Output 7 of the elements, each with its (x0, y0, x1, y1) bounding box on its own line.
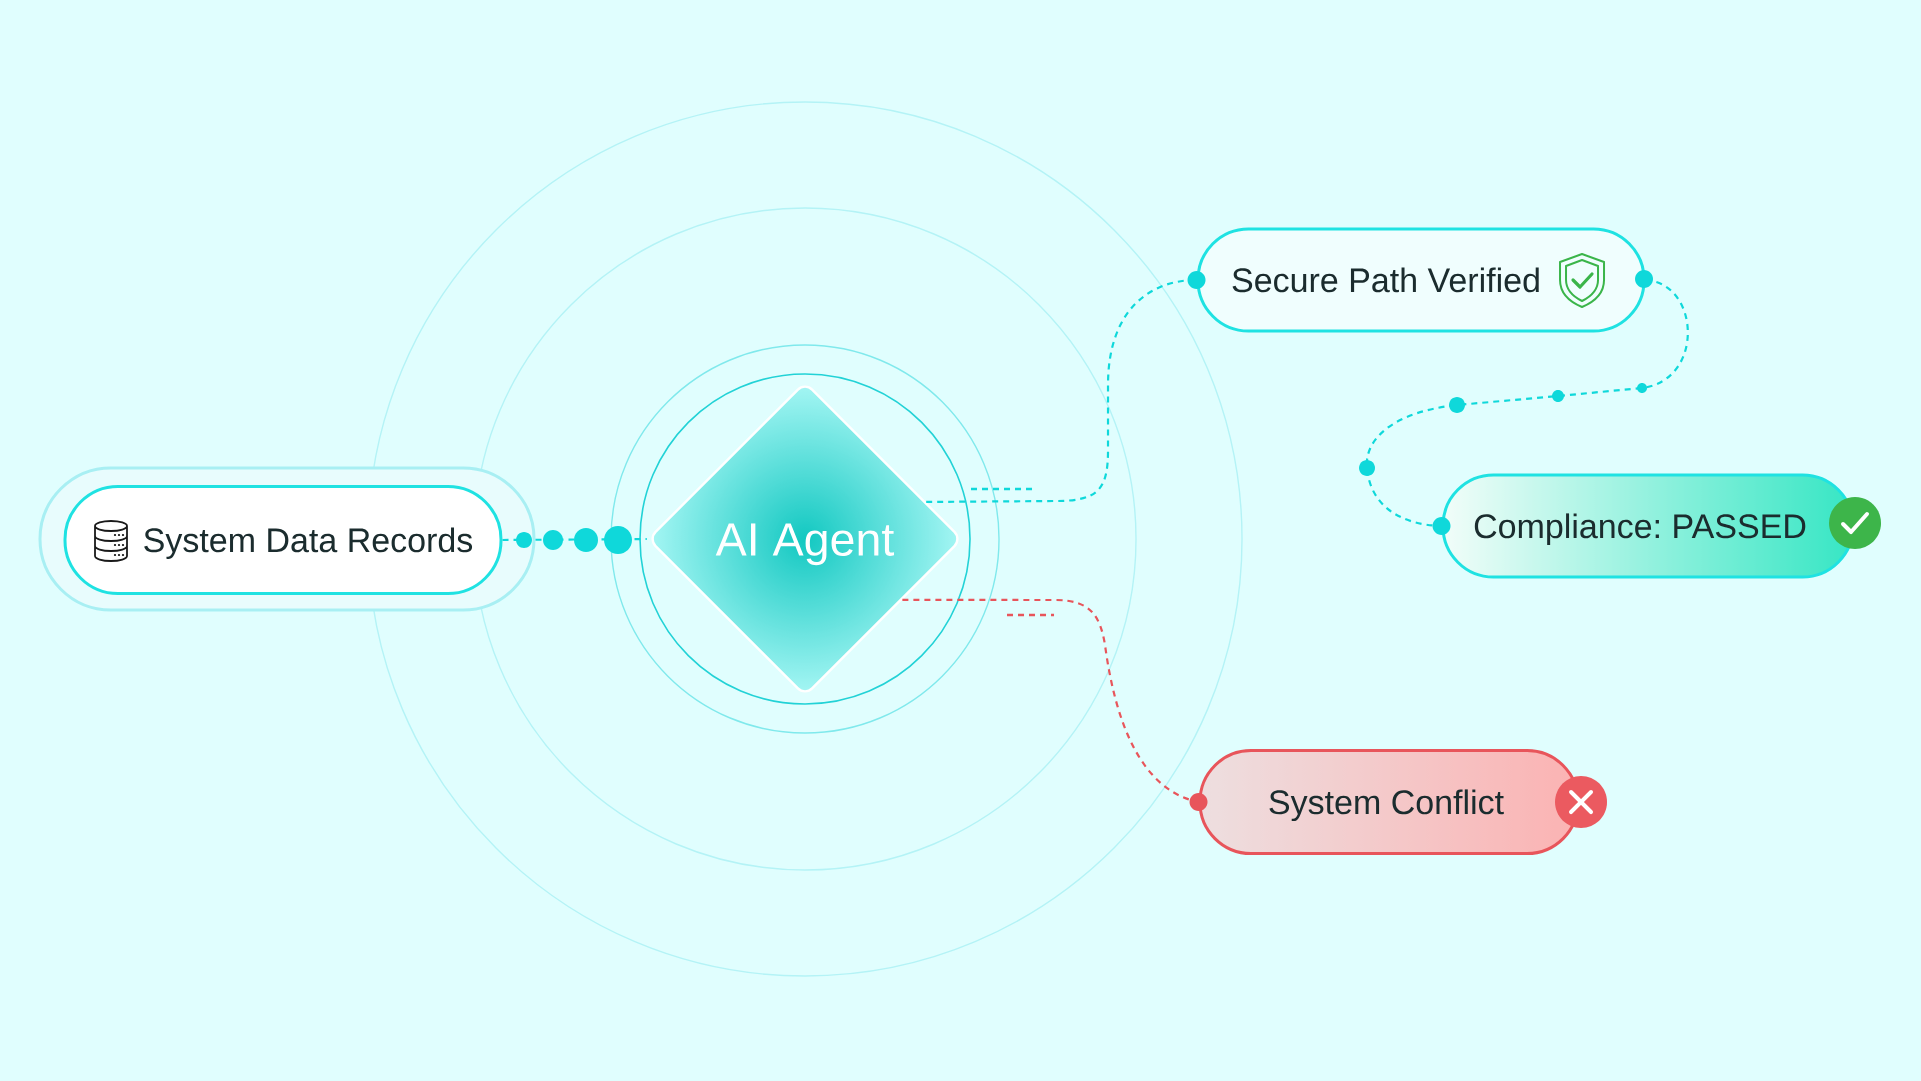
pill-box: System Data Records (63, 485, 503, 595)
connector-line (902, 598, 1208, 811)
pill-box: Secure Path Verified (1196, 227, 1646, 333)
connector-line (926, 271, 1206, 504)
diamond-node: AI Agent (651, 385, 959, 693)
pill-box: System Conflict (1198, 749, 1580, 855)
pill-box: Compliance: PASSED (1441, 473, 1855, 579)
